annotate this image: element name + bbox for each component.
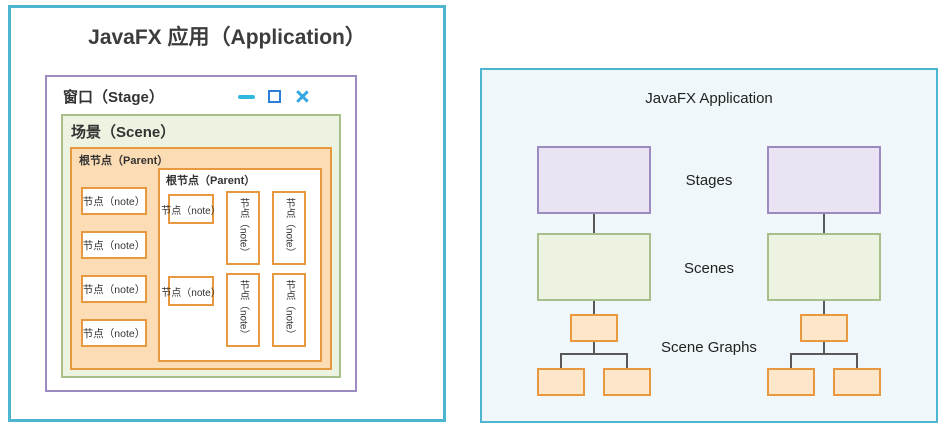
scene-shape [767,233,881,301]
stage-title: 窗口（Stage） [63,89,164,106]
overview-title: JavaFX Application [645,90,773,107]
scene-graph-root [800,314,848,342]
connector-line [593,214,595,233]
connector-line [790,353,792,368]
scene-graph-root [570,314,618,342]
scene-graph-child [833,368,881,396]
close-icon [294,89,309,104]
connector-line [823,214,825,233]
root-parent-box: 根节点（Parent） 节点（note） 节点（note） 节点（note） 节… [70,147,332,370]
connector-line [560,353,628,355]
minimize-icon [238,94,255,99]
connector-line [856,353,858,368]
node-box: 节点（note） [81,231,147,259]
node-box: 节点（note） [81,187,147,215]
hierarchy-tree-right [767,146,881,396]
scene-shape [537,233,651,301]
node-box: 节点（note） [272,273,306,347]
scene-box: 场景（Scene） 根节点（Parent） 节点（note） 节点（note） … [61,114,341,378]
connector-line [790,353,858,355]
hierarchy-tree-left [537,146,651,396]
connector-line [626,353,628,368]
application-title: JavaFX 应用（Application） [88,26,366,49]
stage-shape [767,146,881,214]
scene-graph-child [767,368,815,396]
node-box: 节点（note） [81,275,147,303]
node-box: 节点（note） [81,319,147,347]
nested-parent-box: 根节点（Parent） 节点（note） 节点（note） 节点（note） 节… [158,168,322,362]
node-box: 节点（note） [226,191,260,265]
node-column: 节点（note） 节点（note） 节点（note） 节点（note） [81,187,147,347]
connector-line [560,353,562,368]
node-box: 节点（note） [161,194,221,224]
stage-window: 窗口（Stage） 场景（Scene） 根节点（Parent） 节点（note）… [45,75,357,392]
stage-shape [537,146,651,214]
node-box: 节点（note） [161,276,221,306]
node-box: 节点（note） [226,273,260,347]
javafx-application-panel: JavaFX 应用（Application） 窗口（Stage） 场景（Scen… [8,5,446,422]
overview-panel: JavaFX Application Stages Scenes Scene G… [480,68,938,423]
connector-line [593,342,595,353]
stage-titlebar: 窗口（Stage） [47,77,355,109]
window-controls [238,89,309,104]
scenes-label: Scenes [683,260,735,277]
maximize-icon [268,90,281,103]
connector-line [823,342,825,353]
nested-node-grid: 节点（note） 节点（note） 节点（note） 节点（note） 节点（n… [160,188,320,355]
scene-graph-child [603,368,651,396]
connector-line [823,301,825,314]
stages-label: Stages [685,172,733,189]
nested-parent-title: 根节点（Parent） [166,175,256,187]
connector-line [593,301,595,314]
root-parent-title: 根节点（Parent） [79,155,169,167]
scene-graphs-label: Scene Graphs [661,339,757,356]
scene-title: 场景（Scene） [71,124,176,141]
node-box: 节点（note） [272,191,306,265]
scene-graph-child [537,368,585,396]
